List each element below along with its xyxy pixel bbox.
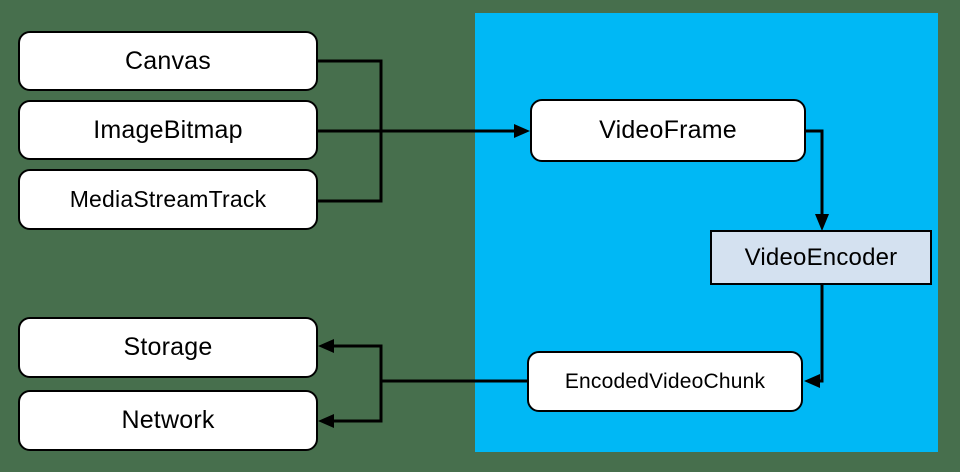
arrowhead-to-network xyxy=(318,414,334,428)
node-storage[interactable]: Storage xyxy=(18,317,318,378)
node-network[interactable]: Network xyxy=(18,390,318,451)
node-video-encoder[interactable]: VideoEncoder xyxy=(710,230,932,285)
edge-mediastreamtrack-to-junction xyxy=(318,131,383,203)
node-canvas[interactable]: Canvas xyxy=(18,31,318,91)
node-video-frame[interactable]: VideoFrame xyxy=(530,99,806,162)
edge-canvas-to-junction xyxy=(318,59,383,131)
edge-junction-to-storage xyxy=(326,344,383,381)
node-encoded-video-chunk[interactable]: EncodedVideoChunk xyxy=(527,351,803,412)
arrowhead-to-storage xyxy=(318,339,334,353)
node-media-stream-track[interactable]: MediaStreamTrack xyxy=(18,169,318,230)
node-image-bitmap[interactable]: ImageBitmap xyxy=(18,100,318,160)
edge-junction-to-network xyxy=(326,381,383,423)
